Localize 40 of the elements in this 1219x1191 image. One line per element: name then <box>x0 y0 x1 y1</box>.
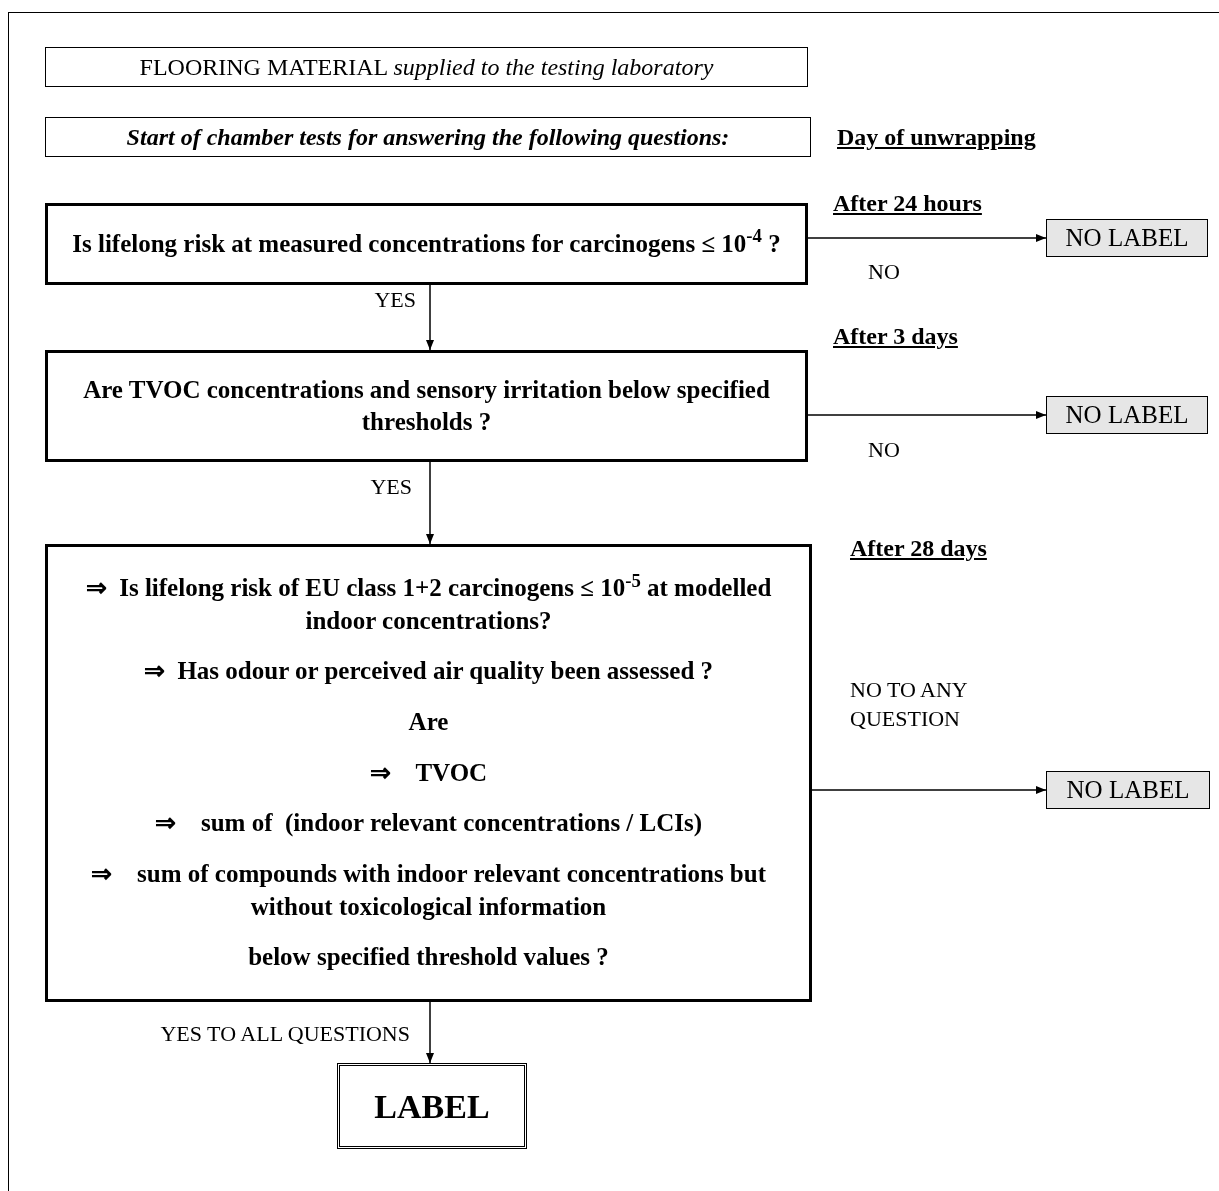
outcome-box <box>1046 396 1208 434</box>
node-text: ⇒ Has odour or perceived air quality been assessed ? <box>143 656 714 687</box>
time-label: After 28 days <box>850 534 987 563</box>
node-text: NO LABEL <box>1065 400 1189 431</box>
outcome-box <box>337 1063 527 1149</box>
edge-label: NO TO ANY QUESTION <box>850 676 968 733</box>
decision-box <box>45 544 812 1002</box>
time-label: After 24 hours <box>833 189 982 218</box>
node-text: Start of chamber tests for answering the following questions: <box>126 123 730 152</box>
edge-label: YES <box>373 286 416 314</box>
edge-label: YES TO ALL QUESTIONS <box>159 1020 410 1048</box>
arrow <box>807 411 1047 419</box>
time-label: After 3 days <box>833 322 958 351</box>
arrow <box>426 284 434 351</box>
node-text: Are <box>408 707 449 737</box>
node-text: ⇒ Is lifelong risk of EU class 1+2 carcinogens ≤ 10$^{-5}$ at modelled indoor concentrations? <box>84 572 773 636</box>
decision-box <box>45 350 808 462</box>
node-text: FLOORING MATERIAL supplied to the testing laboratory <box>139 53 714 82</box>
node-text: below specified threshold values ? <box>248 942 609 973</box>
node-text: ⇒ TVOC <box>369 757 488 788</box>
arrow <box>811 786 1047 794</box>
arrow <box>426 1001 434 1064</box>
node-text: ⇒ sum of (indoor relevant concentrations / LCIs) <box>154 808 703 839</box>
node-text: Are TVOC concentrations and sensory irritation below specified thresholds ? <box>82 374 771 437</box>
node-text: LABEL <box>374 1086 490 1127</box>
node-text: NO LABEL <box>1065 223 1189 254</box>
edge-label: YES <box>369 473 412 501</box>
node-text: Is lifelong risk at measured concentrations for carcinogens ≤ 10$^{-4}$ ? <box>72 227 781 259</box>
node-text: NO LABEL <box>1066 775 1190 806</box>
process-box <box>45 117 811 157</box>
decision-box <box>45 203 808 285</box>
outcome-box <box>1046 219 1208 257</box>
time-label: Day of unwrapping <box>837 123 1036 152</box>
process-box <box>45 47 808 87</box>
arrow <box>807 234 1047 242</box>
node-text: ⇒ sum of compounds with indoor relevant concentrations but without toxicological information <box>90 859 767 922</box>
outcome-box <box>1046 771 1210 809</box>
edge-label: NO <box>868 258 901 286</box>
edge-label: NO <box>868 436 901 464</box>
arrow <box>426 461 434 545</box>
